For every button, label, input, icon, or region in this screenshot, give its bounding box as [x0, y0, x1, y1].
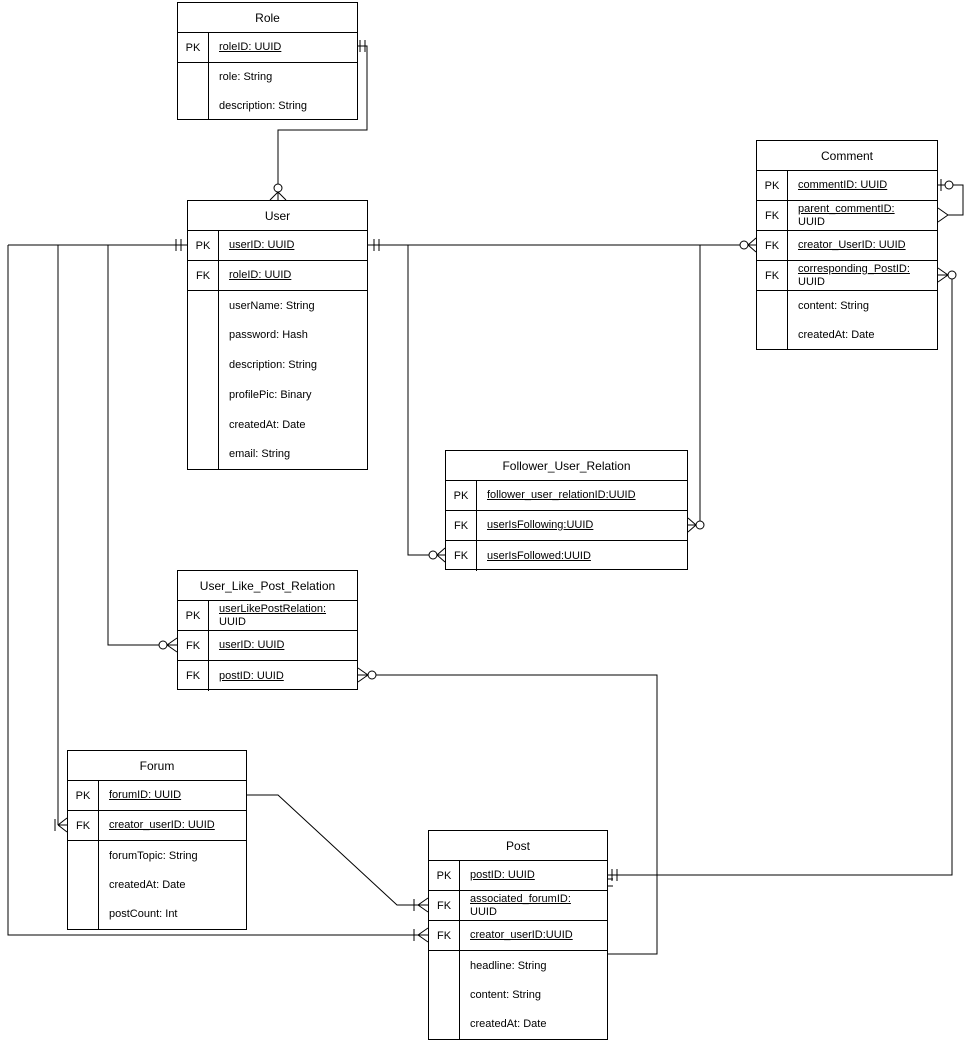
row-userlikepostrelation: PK userLikePostRelation: UUID: [178, 601, 357, 631]
attribute: headline: String: [470, 959, 547, 972]
row-creator-userid: FK creator_userID:UUID: [429, 921, 607, 951]
connector-user-left-trunk[interactable]: [8, 239, 187, 251]
row-userid: FK userID: UUID: [178, 631, 357, 661]
entity-forum[interactable]: Forum PK forumID: UUID FK creator_userID…: [67, 750, 247, 930]
row-postid: FK postID: UUID: [178, 661, 357, 691]
entity-title: Comment: [757, 141, 937, 171]
attributes-section: forumTopic: String createdAt: Date postC…: [68, 841, 246, 929]
attribute: content: String: [798, 299, 869, 312]
row-userisfollowed: FK userIsFollowed:UUID: [446, 541, 687, 571]
row-roleid: PK roleID: UUID: [178, 33, 357, 63]
attributes-section: headline: String content: String created…: [429, 951, 607, 1039]
attribute: forumTopic: String: [109, 849, 198, 862]
attribute: userName: String: [229, 299, 315, 312]
attribute: profilePic: Binary: [229, 388, 312, 401]
row-roleid: FK roleID: UUID: [188, 261, 367, 291]
entity-title: Post: [429, 831, 607, 861]
row-follower-user-relationid: PK follower_user_relationID:UUID: [446, 481, 687, 511]
attribute: createdAt: Date: [470, 1018, 547, 1031]
attribute: createdAt: Date: [798, 328, 875, 341]
attribute: postCount: Int: [109, 908, 178, 921]
row-userisfollowing: FK userIsFollowing:UUID: [446, 511, 687, 541]
row-forumid: PK forumID: UUID: [68, 781, 246, 811]
row-creator-userid: FK creator_userID: UUID: [68, 811, 246, 841]
attribute: createdAt: Date: [229, 418, 306, 431]
attribute: role: String: [219, 71, 273, 84]
row-userid: PK userID: UUID: [188, 231, 367, 261]
connector-user-post-creator[interactable]: [7, 245, 429, 943]
entity-comment[interactable]: Comment PK commentID: UUID FK parent_com…: [756, 140, 938, 350]
attribute: description: String: [219, 99, 308, 112]
connector-role-user[interactable]: [269, 40, 368, 201]
attribute: content: String: [470, 988, 541, 1001]
connector-user-forum-creator[interactable]: [54, 245, 68, 833]
attributes-section: role: String description: String: [178, 63, 357, 120]
attribute: description: String: [229, 359, 318, 372]
entity-user-like-post-relation[interactable]: User_Like_Post_Relation PK userLikePostR…: [177, 570, 358, 691]
entity-title: User_Like_Post_Relation: [178, 571, 357, 601]
entity-title: Role: [178, 3, 357, 33]
attributes-section: content: String createdAt: Date: [757, 291, 937, 349]
connector-comment-self[interactable]: [937, 179, 964, 223]
row-corresponding-postid: FK corresponding_PostID: UUID: [757, 261, 937, 291]
entity-title: User: [188, 201, 367, 231]
connector-user-ulp-userid[interactable]: [107, 245, 178, 653]
attributes-section: userName: String password: Hash descript…: [188, 291, 367, 469]
entity-post[interactable]: Post PK postID: UUID FK associated_forum…: [428, 830, 608, 1040]
row-commentid: PK commentID: UUID: [757, 171, 937, 201]
entity-follower-user-relation[interactable]: Follower_User_Relation PK follower_user_…: [445, 450, 688, 571]
entity-title: Forum: [68, 751, 246, 781]
row-associated-forumid: FK associated_forumID: UUID: [429, 891, 607, 921]
row-parent-commentid: FK parent_commentID: UUID: [757, 201, 937, 231]
attribute: createdAt: Date: [109, 878, 186, 891]
connector-user-follower-followed[interactable]: [407, 245, 446, 563]
entity-role[interactable]: Role PK roleID: UUID role: String descri…: [177, 2, 358, 120]
entity-user[interactable]: User PK userID: UUID FK roleID: UUID use…: [187, 200, 368, 470]
attribute: email: String: [229, 448, 291, 461]
connector-comment-post[interactable]: [608, 267, 957, 881]
connector-user-follower-following[interactable]: [687, 245, 705, 533]
row-creator-userid: FK creator_UserID: UUID: [757, 231, 937, 261]
connector-forum-post[interactable]: [247, 794, 429, 913]
entity-title: Follower_User_Relation: [446, 451, 687, 481]
row-postid: PK postID: UUID: [429, 861, 607, 891]
connector-user-comment-creator[interactable]: [368, 237, 757, 253]
attribute: password: Hash: [229, 329, 308, 342]
